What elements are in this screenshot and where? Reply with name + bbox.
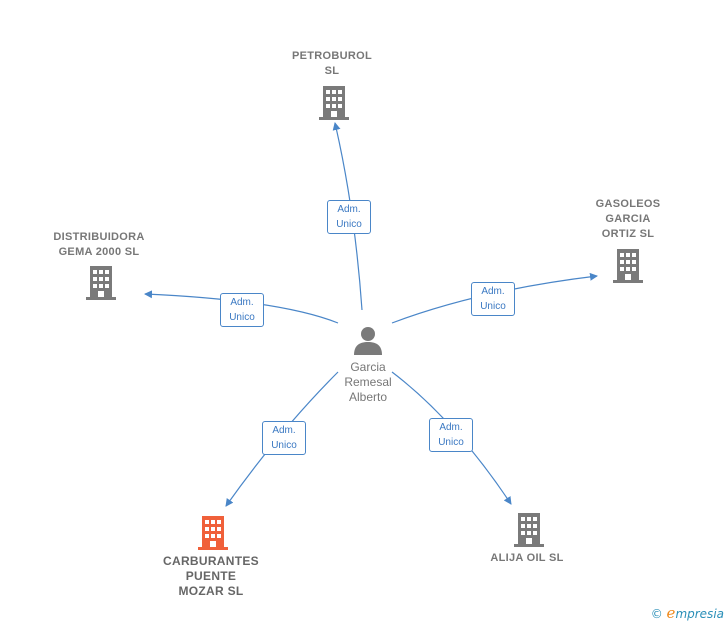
company-name-carburantes[interactable]: CARBURANTES PUENTE MOZAR SL: [163, 554, 259, 598]
building-icon[interactable]: [513, 511, 545, 547]
company-name-alija[interactable]: ALIJA OIL SL: [490, 552, 564, 564]
empresia-brand[interactable]: © empresia: [651, 604, 724, 622]
relation-label-alija[interactable]: Adm. Unico: [429, 418, 473, 452]
relation-label-distribuidora[interactable]: Adm. Unico: [220, 293, 264, 327]
relation-label-gasoleos[interactable]: Adm. Unico: [471, 282, 515, 316]
brand-name: mpresia: [675, 607, 724, 621]
brand-initial: e: [666, 604, 676, 622]
company-name-distribuidora[interactable]: DISTRIBUIDORA GEMA 2000 SL: [53, 231, 145, 258]
person-icon[interactable]: [352, 324, 384, 356]
company-name-gasoleos[interactable]: GASOLEOS GARCIA ORTIZ SL: [595, 198, 661, 240]
building-icon[interactable]: [197, 514, 229, 550]
building-icon[interactable]: [318, 84, 350, 120]
building-icon[interactable]: [85, 264, 117, 300]
relation-label-petroburol[interactable]: Adm. Unico: [327, 200, 371, 234]
company-name-petroburol[interactable]: PETROBUROL SL: [292, 50, 372, 77]
relation-label-carburantes[interactable]: Adm. Unico: [262, 421, 306, 455]
copyright-symbol: ©: [650, 607, 663, 621]
building-icon[interactable]: [612, 247, 644, 283]
person-name[interactable]: Garcia Remesal Alberto: [344, 360, 392, 404]
